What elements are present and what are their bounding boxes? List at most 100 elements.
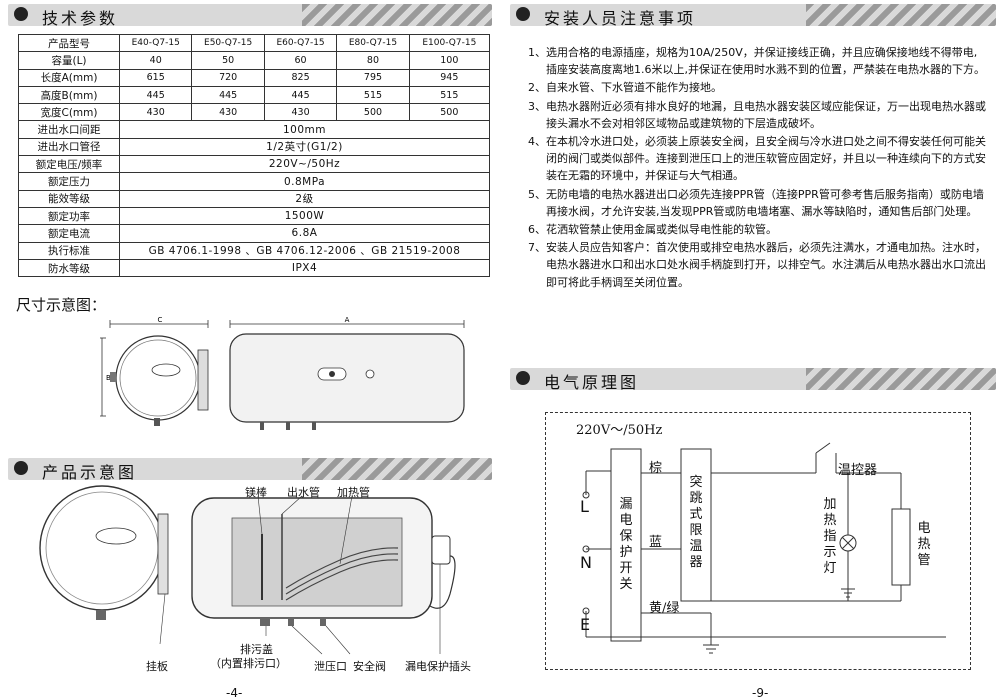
spec-cell: 615	[118, 68, 193, 87]
spec-cell-merged: 100mm	[119, 120, 490, 139]
install-note-text: 选用合格的电源插座，规格为10A/250V，并保证接线正确，并且应确保接地线不得…	[546, 46, 985, 77]
spec-row-label: 进出水口管径	[18, 137, 120, 157]
install-note-text: 电热水器附近必须有排水良好的地漏，且电热水器安装区域应能保证，万一出现电热水器或…	[546, 99, 986, 130]
install-note-number: 6、	[528, 223, 546, 237]
part-label-drain-sub: （内置排污口）	[210, 657, 287, 670]
circuit-wiring	[582, 442, 946, 654]
dim-a-label: A	[345, 316, 350, 324]
install-section-header: 安装人员注意事项	[510, 4, 996, 26]
spec-cell: 430	[263, 103, 338, 122]
spec-cell: 500	[408, 103, 491, 122]
spec-cell: 515	[336, 85, 410, 105]
part-label-bracket: 挂板	[146, 660, 168, 673]
part-label-safety-valve: 安全阀	[353, 660, 386, 673]
spec-header-label: 产品型号	[18, 33, 120, 53]
spec-cell-merged: 220V~/50Hz	[119, 155, 490, 174]
install-note-number: 1、	[528, 46, 546, 59]
terminal-e: E	[580, 615, 591, 634]
spec-cell-merged: 2级	[119, 189, 490, 208]
spec-cell: 445	[118, 85, 193, 105]
part-label-relief: 泄压口	[314, 660, 347, 673]
part-label-outlet: 出水管	[287, 486, 320, 499]
dim-c-label: C	[158, 316, 163, 324]
install-note-number: 5、	[528, 187, 546, 201]
bullet-icon	[516, 371, 530, 385]
product-section-header: 产品示意图	[8, 458, 492, 480]
install-note-text: 安装人员应告知客户：首次使用或排空电热水器后，必须先注满水，才通电加热。注水时，…	[546, 241, 986, 289]
spec-cell: 500	[336, 103, 410, 122]
install-note-text: 无防电墙的电热水器进出口必须先连接PPR管（连接PPR管可参考售后服务指南）或防…	[546, 187, 984, 218]
part-label-heater: 加热管	[337, 486, 370, 499]
spec-row-label: 防水等级	[18, 258, 120, 278]
product-diagram	[39, 485, 456, 655]
spec-row-label: 高度B(mm)	[18, 85, 120, 105]
side-view: C B	[100, 316, 209, 426]
spec-row-label: 额定功率	[18, 206, 120, 226]
spec-row-label: 执行标准	[18, 241, 120, 260]
circuit-section-header: 电气原理图	[510, 368, 996, 390]
spec-cell-merged: 6.8A	[119, 224, 490, 243]
spec-cell: 430	[118, 103, 193, 122]
spec-section-header: 技术参数	[8, 4, 492, 26]
spec-row-label: 额定电流	[18, 224, 120, 243]
limiter-label: 突跳式限温器	[689, 475, 703, 570]
spec-row-label: 宽度C(mm)	[18, 103, 120, 122]
spec-row-label: 能效等级	[18, 189, 120, 208]
install-note-number: 7、	[528, 241, 546, 255]
install-note-item: 6、花洒软管禁止使用金属或类似导电性能的软管。	[528, 221, 988, 238]
spec-cell-merged: IPX4	[119, 258, 490, 278]
circuit-diagram: 220V～/50Hz L N E 漏电保护开关 棕 蓝 黄/绿 突跳式限温器 温…	[545, 412, 971, 670]
part-label-anode: 镁棒	[245, 486, 267, 499]
spec-cell-merged: 0.8MPa	[119, 172, 490, 191]
wire-yg-label: 黄/绿	[649, 601, 680, 616]
spec-cell: 445	[191, 85, 265, 105]
spec-header-model: E80-Q7-15	[336, 33, 410, 53]
part-label-drain: 排污盖	[240, 643, 273, 656]
wire-brown-label: 棕	[649, 461, 663, 476]
install-note-item: 7、安装人员应告知客户：首次使用或排空电热水器后，必须先注满水，才通电加热。注水…	[528, 239, 988, 291]
spec-header-model: E100-Q7-15	[408, 33, 491, 53]
dimension-diagram: C B A	[100, 316, 465, 430]
product-section-title: 产品示意图	[42, 463, 138, 480]
install-note-number: 3、	[528, 99, 546, 113]
page-number-left: -4-	[226, 686, 243, 700]
heater-label: 电热管	[917, 521, 931, 568]
spec-cell: 445	[263, 85, 338, 105]
spec-header-model: E60-Q7-15	[263, 33, 338, 53]
front-view: A	[229, 316, 465, 430]
supply-label: 220V～/50Hz	[576, 423, 663, 438]
circuit-section-title: 电气原理图	[544, 373, 640, 390]
install-note-item: 5、无防电墙的电热水器进出口必须先连接PPR管（连接PPR管可参考售后服务指南）…	[528, 186, 988, 220]
thermostat-label: 温控器	[838, 463, 878, 478]
right-page: 安装人员注意事项 1、选用合格的电源插座，规格为10A/250V，并保证接线正确…	[500, 0, 1000, 700]
spec-cell: 795	[336, 68, 410, 87]
spec-cell: 40	[118, 51, 193, 70]
install-note-text: 自来水管、下水管道不能作为接地。	[546, 81, 722, 95]
product-front-view	[191, 495, 456, 655]
indicator-label: 加热指示灯	[823, 497, 837, 576]
spec-row-label: 额定压力	[18, 172, 120, 191]
page-number-right: -9-	[752, 686, 769, 700]
spec-header-model: E50-Q7-15	[191, 33, 265, 53]
bullet-icon	[14, 7, 28, 21]
wire-blue-label: 蓝	[649, 535, 663, 550]
product-side-view	[39, 485, 169, 645]
spec-section-title: 技术参数	[42, 9, 119, 26]
install-note-text: 在本机冷水进口处，必须装上原装安全阀，且安全阀与冷水进口处之间不得安装任何可能关…	[546, 135, 986, 183]
install-note-item: 1、选用合格的电源插座，规格为10A/250V，并保证接线正确，并且应确保接地线…	[528, 44, 988, 78]
spec-cell: 80	[336, 51, 410, 70]
